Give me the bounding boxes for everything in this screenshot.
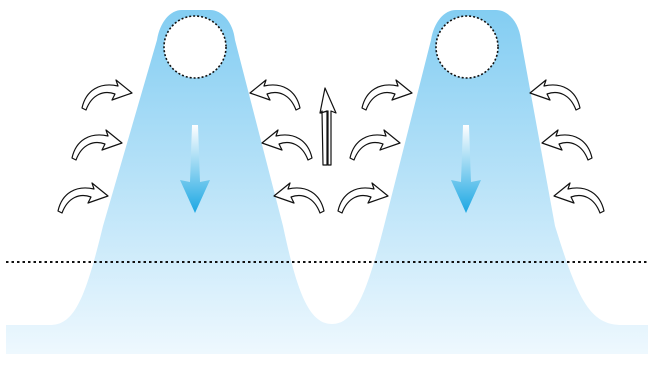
source-circle-left [164,16,226,78]
source-circle-right [436,16,498,78]
